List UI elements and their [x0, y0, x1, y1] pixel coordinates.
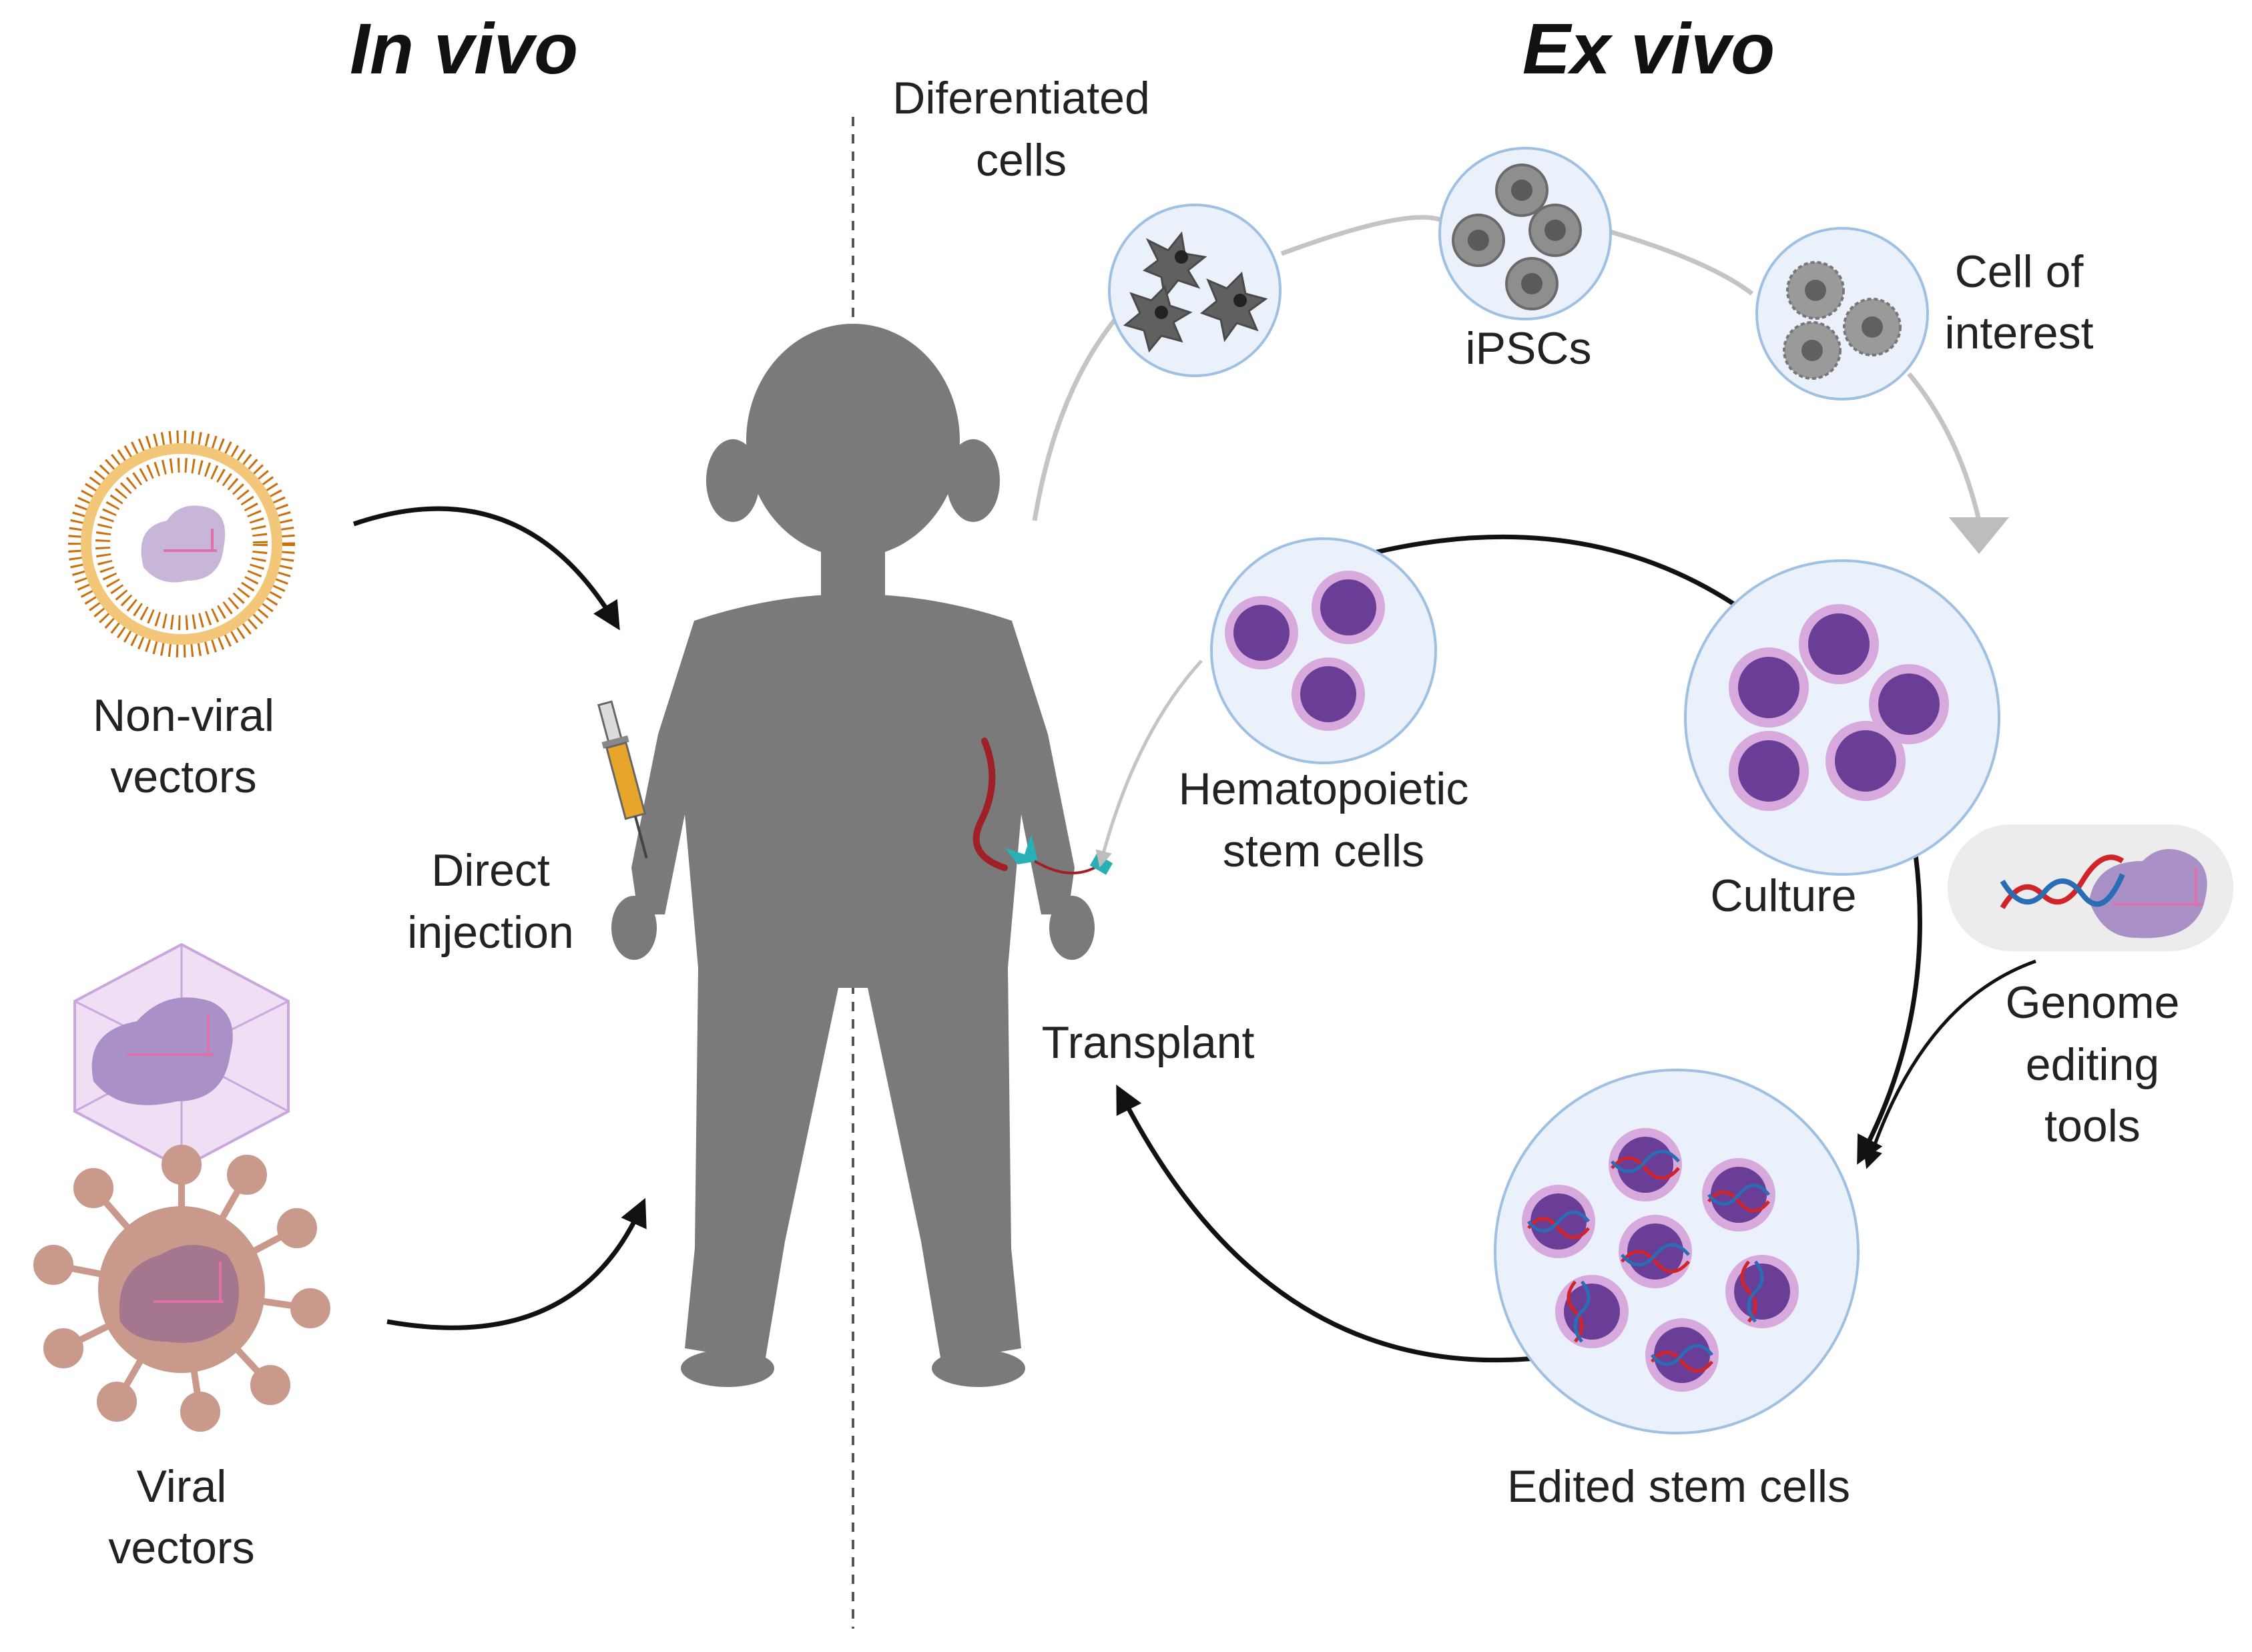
label-direct-1: Direct: [431, 845, 550, 896]
label-hsc-2: stem cells: [1223, 826, 1424, 876]
ex-vivo-heading: Ex vivo: [1522, 8, 1775, 89]
dish-hematopoietic-stem-cells: [1210, 537, 1437, 764]
arrow-culture-to-edited: [1857, 854, 1922, 1165]
label-viral-1: Viral: [137, 1461, 227, 1512]
label-transplant: Transplant: [1042, 1017, 1255, 1068]
label-hsc-1: Hematopoietic: [1179, 764, 1469, 814]
label-differentiated-2: cells: [976, 135, 1067, 186]
arrow-viral-to-child: [386, 1197, 647, 1330]
gray-arrow-head: [1949, 517, 2009, 554]
liposome-icon: [68, 431, 295, 657]
syringe-icon: [597, 700, 648, 859]
dish-differentiated-cells: [1108, 204, 1282, 377]
dish-edited-stem-cells: [1494, 1069, 1860, 1434]
in-vivo-heading: In vivo: [350, 8, 578, 89]
label-non-viral-2: vectors: [110, 752, 256, 802]
label-genome-2: editing: [2026, 1039, 2159, 1090]
dish-cell-of-interest: [1755, 227, 1929, 400]
label-viral-2: vectors: [108, 1523, 254, 1573]
arrow-hsc-to-child: [1095, 659, 1203, 868]
label-edited-stem-cells: Edited stem cells: [1507, 1461, 1850, 1512]
viral-capsid-icon: [73, 942, 290, 1170]
arrow-nonviral-to-child: [352, 506, 620, 631]
dish-ipscs: [1438, 147, 1612, 320]
label-genome-1: Genome: [2006, 977, 2180, 1028]
arrow-edited-to-transplant: [1116, 1085, 1536, 1363]
label-cell-of-interest-1: Cell of: [1955, 246, 2084, 297]
label-direct-2: injection: [407, 907, 574, 958]
arrow-tools-to-edited: [1863, 959, 2036, 1169]
label-genome-3: tools: [2044, 1101, 2141, 1151]
label-culture: Culture: [1710, 870, 1856, 921]
child-silhouette: [611, 324, 1095, 1387]
label-cell-of-interest-2: interest: [1945, 308, 2094, 358]
gray-cycle-arc: [1032, 215, 1982, 521]
dish-culture: [1684, 559, 2000, 876]
label-differentiated-1: Diferentiated: [892, 73, 1150, 123]
virus-icon: [33, 1145, 330, 1432]
label-ipscs: iPSCs: [1466, 323, 1592, 374]
arc-hsc-to-culture: [1368, 534, 1751, 616]
genome-editing-tools-icon: [1948, 824, 2233, 951]
label-non-viral-1: Non-viral: [93, 690, 274, 741]
